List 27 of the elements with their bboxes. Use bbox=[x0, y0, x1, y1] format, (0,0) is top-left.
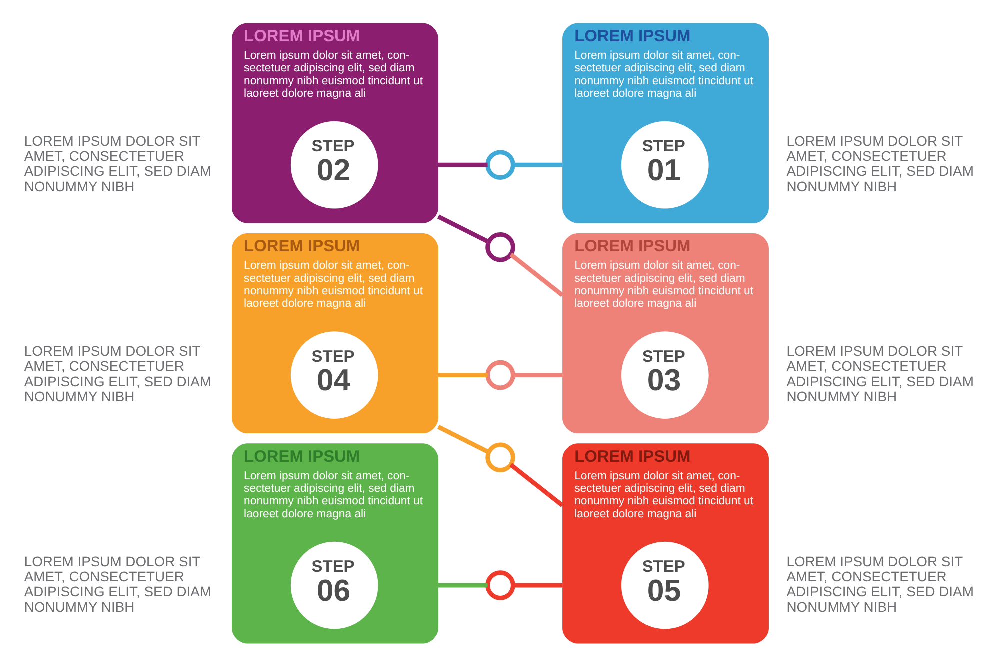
connector bbox=[512, 373, 562, 378]
node-circle bbox=[485, 442, 515, 472]
connector bbox=[512, 162, 562, 168]
connector bbox=[438, 162, 488, 168]
connector bbox=[512, 583, 562, 588]
node-label: LOREM IPSUM DOLOR SIT AMET, CONSECTETUER ADIPISCING ELIT, SED DIAM NONUMMY NIBH bbox=[24, 343, 212, 405]
node-circle: STEP 06 bbox=[290, 542, 378, 630]
connector bbox=[436, 425, 490, 454]
node-label: LOREM IPSUM DOLOR SIT AMET, CONSECTETUER ADIPISCING ELIT, SED DIAM NONUMMY NIBH bbox=[786, 132, 974, 194]
node-label: LOREM IPSUM DOLOR SIT AMET, CONSECTETUER ADIPISCING ELIT, SED DIAM NONUMMY NIBH bbox=[24, 553, 212, 615]
node-circle bbox=[485, 150, 515, 180]
node-circle bbox=[485, 232, 515, 262]
node-circle: STEP 02 bbox=[290, 121, 378, 209]
connector bbox=[438, 583, 488, 588]
node-label: LOREM IPSUM DOLOR SIT AMET, CONSECTETUER ADIPISCING ELIT, SED DIAM NONUMMY NIBH bbox=[786, 553, 974, 615]
connector bbox=[438, 373, 488, 378]
node-circle bbox=[485, 360, 515, 390]
node-circle: STEP 03 bbox=[620, 332, 708, 419]
node-circle bbox=[485, 570, 515, 600]
node-label: LOREM IPSUM DOLOR SIT AMET, CONSECTETUER ADIPISCING ELIT, SED DIAM NONUMMY NIBH bbox=[24, 132, 212, 194]
connector bbox=[436, 214, 490, 244]
node-circle: STEP 05 bbox=[620, 542, 708, 630]
connector bbox=[509, 252, 564, 298]
node-circle: STEP 01 bbox=[620, 121, 708, 209]
connector bbox=[509, 463, 564, 508]
node-circle: STEP 04 bbox=[290, 332, 378, 419]
node-label: LOREM IPSUM DOLOR SIT AMET, CONSECTETUER ADIPISCING ELIT, SED DIAM NONUMMY NIBH bbox=[786, 343, 974, 405]
